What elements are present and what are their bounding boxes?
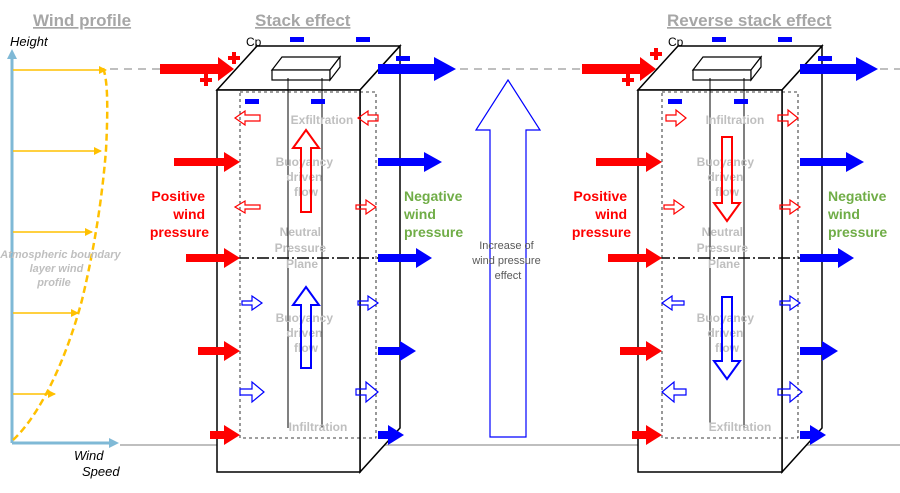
reverse-positive-arrow xyxy=(608,248,662,268)
stack-negative-arrow xyxy=(378,152,442,172)
reverse-small-arrow xyxy=(661,380,687,404)
stack-small-arrow xyxy=(233,109,261,127)
stack-small-arrow xyxy=(239,380,265,404)
reverse-minus-icon xyxy=(778,37,792,42)
stack-positive-arrow xyxy=(160,57,234,81)
wind-profile-panel: Wind profile Height Wind Speed Atmospher… xyxy=(0,11,131,479)
reverse-down-flow-arrow-red xyxy=(712,136,742,223)
speed-axis-label-1: Wind xyxy=(74,448,104,463)
stack-negative-arrow xyxy=(378,248,432,268)
stack-positive-arrow xyxy=(198,341,240,361)
reverse-minus-icon xyxy=(734,99,748,104)
reverse-positive-label: Positive wind pressure xyxy=(572,188,631,240)
reverse-small-arrow xyxy=(777,108,799,128)
reverse-interior-outline xyxy=(661,91,799,439)
stack-npp-label: Neutral Pressure Plane xyxy=(275,225,330,271)
stack-up-flow-arrow-blue xyxy=(291,285,321,369)
stack-small-arrow xyxy=(357,294,380,312)
stack-interior-outline xyxy=(239,91,377,439)
reverse-negative-label: Negative wind pressure xyxy=(827,188,890,240)
stack-small-arrow xyxy=(241,294,264,312)
wind-profile-title: Wind profile xyxy=(33,11,131,30)
reverse-small-arrow xyxy=(779,198,802,216)
stack-small-arrow xyxy=(355,198,378,216)
reverse-bottom-label: Exfiltration xyxy=(709,420,772,434)
reverse-minus-icon xyxy=(818,56,832,61)
stack-positive-arrow xyxy=(186,248,240,268)
height-axis-label: Height xyxy=(10,34,49,49)
stack-minus-icon xyxy=(245,99,259,104)
reverse-negative-arrow xyxy=(800,341,838,361)
stack-positive-arrow xyxy=(174,152,240,172)
reverse-upper-flow-label: Buoyancy driven flow xyxy=(697,155,758,199)
reverse-positive-arrow xyxy=(620,341,662,361)
reverse-small-arrow xyxy=(779,294,802,312)
reverse-positive-arrow xyxy=(632,425,662,445)
reverse-small-arrow xyxy=(777,380,803,404)
stack-effect-panel: Stack effect Cp Exfiltration Infiltratio… xyxy=(150,11,466,474)
stack-minus-icon xyxy=(356,37,370,42)
increase-arrow xyxy=(474,78,542,438)
stack-small-arrow xyxy=(355,380,379,404)
reverse-roof-vent xyxy=(691,56,763,71)
stack-negative-arrow xyxy=(378,425,404,445)
reverse-negative-arrow xyxy=(800,425,826,445)
reverse-stack-panel: Reverse stack effect Cp Infiltration Exf… xyxy=(572,11,890,474)
stack-top-label: Exfiltration xyxy=(291,113,354,127)
reverse-small-arrow xyxy=(665,108,687,128)
stack-minus-icon xyxy=(290,37,304,42)
increase-label: Increase of wind pressure effect xyxy=(471,240,544,282)
reverse-negative-arrow xyxy=(800,248,854,268)
reverse-negative-arrow xyxy=(800,152,864,172)
wind-profile-curve xyxy=(12,67,109,441)
reverse-minus-icon xyxy=(668,99,682,104)
stack-minus-icon xyxy=(396,56,410,61)
reverse-down-flow-arrow-blue xyxy=(712,296,742,381)
reverse-npp-label: Neutral Pressure Plane xyxy=(697,225,752,271)
reverse-positive-arrow xyxy=(582,57,656,81)
stack-negative-label: Negative wind pressure xyxy=(403,188,466,240)
stack-roof-vent xyxy=(270,56,342,71)
reverse-small-arrow xyxy=(663,198,686,216)
stack-small-arrow xyxy=(233,199,261,215)
stack-bottom-label: Infiltration xyxy=(289,420,348,434)
increase-panel: Increase of wind pressure effect xyxy=(471,78,544,438)
atmospheric-profile-caption: Atmospheric boundary layer wind profile xyxy=(0,249,124,289)
reverse-positive-arrow xyxy=(596,152,662,172)
reverse-small-arrow xyxy=(660,294,685,312)
stack-positive-arrow xyxy=(210,425,240,445)
reverse-minus-icon xyxy=(712,37,726,42)
stack-negative-arrow xyxy=(378,57,456,81)
reverse-negative-arrow xyxy=(800,57,878,81)
reverse-top-label: Infiltration xyxy=(706,113,765,127)
reverse-stack-title: Reverse stack effect xyxy=(667,11,832,30)
stack-minus-icon xyxy=(311,99,325,104)
stack-effect-title: Stack effect xyxy=(255,11,351,30)
speed-axis-label-2: Speed xyxy=(82,464,120,479)
stack-negative-arrow xyxy=(378,341,416,361)
stack-up-flow-arrow-red xyxy=(291,128,321,213)
stack-positive-label: Positive wind pressure xyxy=(150,188,209,240)
stack-small-arrow xyxy=(356,109,379,127)
